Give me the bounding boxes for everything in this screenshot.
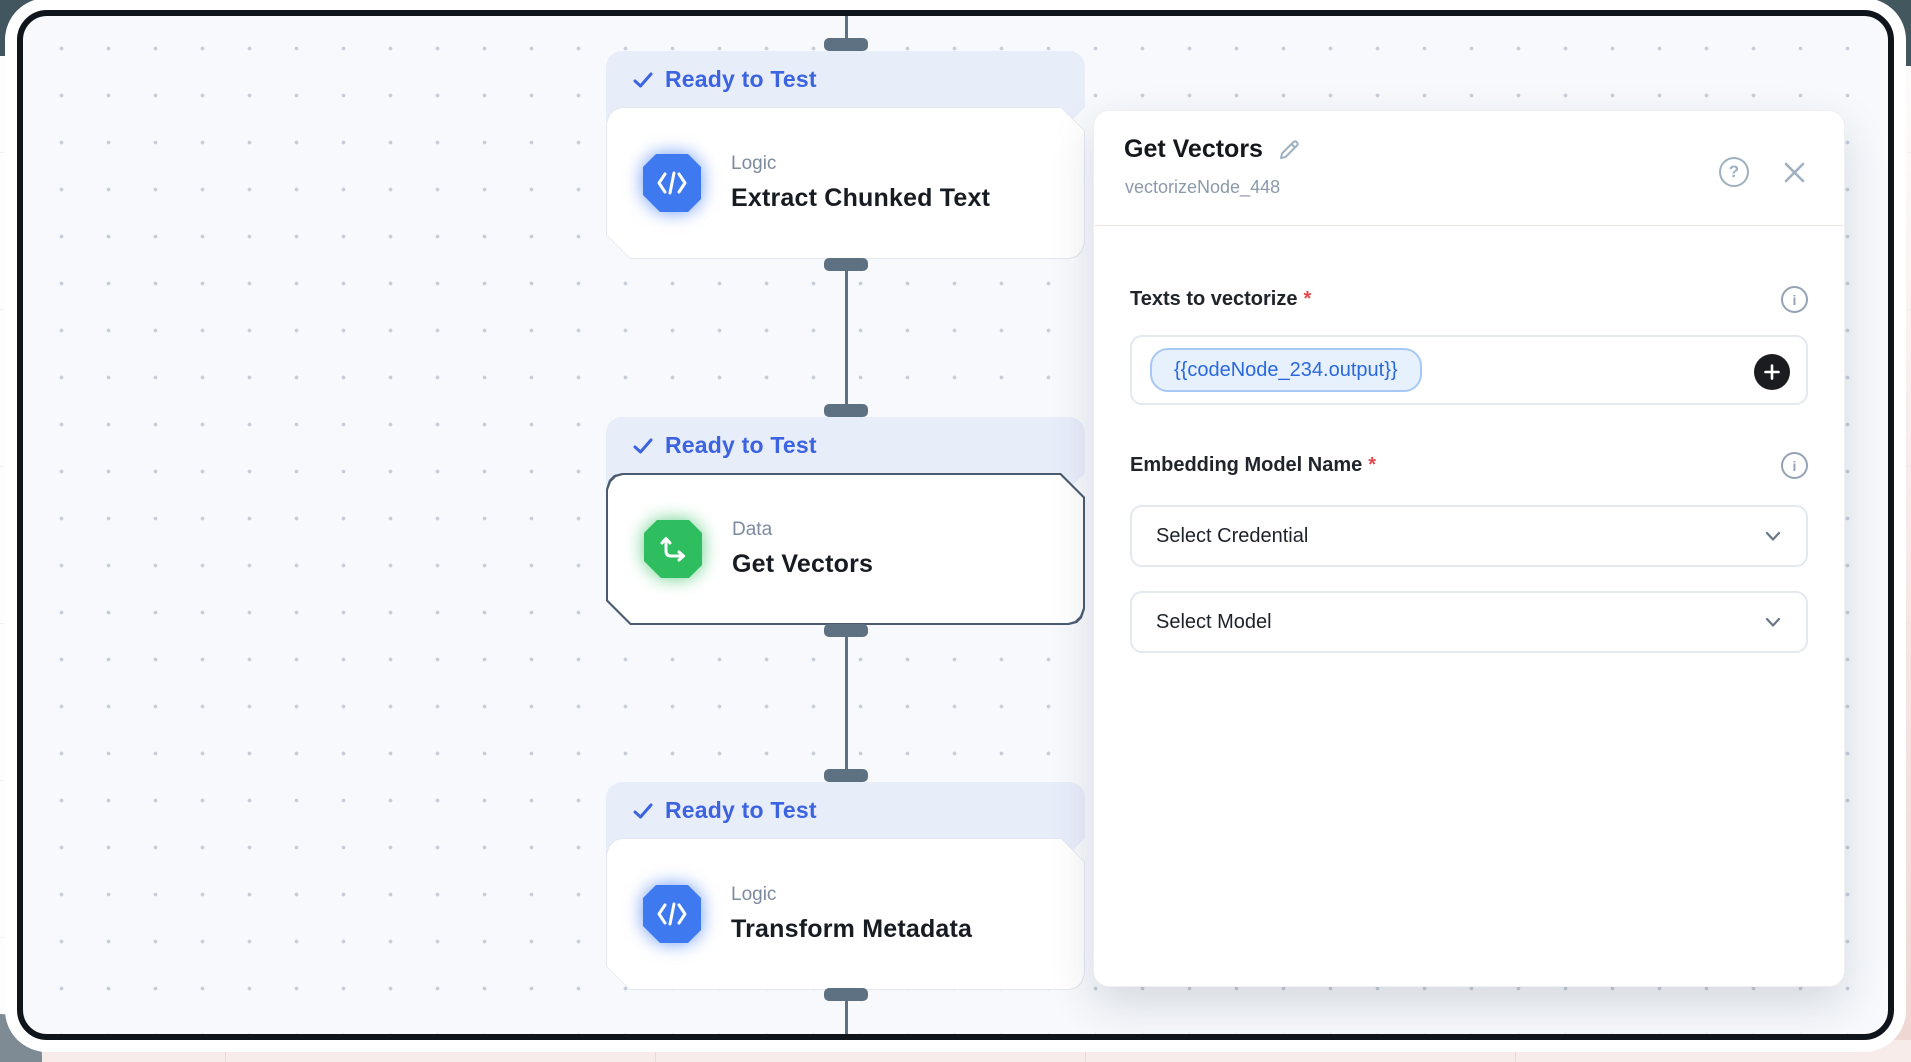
field-label-text: Texts to vectorize	[1130, 288, 1298, 310]
edge-incoming-line	[844, 16, 848, 38]
node-category: Data	[732, 519, 773, 540]
info-icon[interactable]: i	[1781, 452, 1808, 479]
status-badge-label: Ready to Test	[665, 432, 817, 458]
edge-handle-node2-top[interactable]	[824, 404, 868, 417]
node-card[interactable]: Logic Transform Metadata	[607, 839, 1084, 989]
edge-handle-node2-bottom[interactable]	[824, 624, 868, 637]
edge-handle-node1-bottom[interactable]	[824, 258, 868, 271]
edge-handle-node3-bottom[interactable]	[824, 988, 868, 1001]
node-category: Logic	[731, 884, 777, 905]
check-icon	[632, 800, 654, 822]
texts-to-vectorize-input[interactable]: {{codeNode_234.output}}	[1130, 335, 1808, 405]
panel-title: Get Vectors	[1124, 135, 1263, 163]
node-transform-metadata[interactable]: Ready to Test Logic Transform Metada	[606, 782, 1085, 990]
select-model-value: Select Model	[1156, 610, 1272, 633]
node-extract-chunked-text[interactable]: Ready to Test Logic Extract Chunked	[606, 51, 1085, 259]
help-icon[interactable]: ?	[1719, 157, 1749, 187]
field-label-texts-to-vectorize: Texts to vectorize*	[1130, 288, 1311, 311]
field-label-embedding-model-name: Embedding Model Name*	[1130, 454, 1376, 477]
info-icon[interactable]: i	[1781, 286, 1808, 313]
edge-line-2-3	[844, 637, 848, 769]
node-id-label: vectorizeNode_448	[1125, 177, 1281, 197]
panel-divider	[1094, 225, 1844, 226]
node-title: Extract Chunked Text	[731, 184, 991, 212]
node-get-vectors[interactable]: Ready to Test Data Get Vectors	[606, 417, 1085, 627]
select-credential-dropdown[interactable]: Select Credential	[1130, 505, 1808, 567]
edge-handle-node3-top[interactable]	[824, 769, 868, 782]
code-icon	[643, 885, 701, 943]
node-card[interactable]: Logic Extract Chunked Text	[607, 108, 1084, 258]
select-credential-value: Select Credential	[1156, 524, 1309, 547]
vector-arrows-icon	[644, 520, 702, 578]
edge-outgoing-line	[844, 1001, 848, 1034]
help-glyph: ?	[1728, 162, 1740, 181]
variable-chip[interactable]: {{codeNode_234.output}}	[1150, 348, 1422, 392]
edit-pencil-icon[interactable]	[1277, 138, 1301, 162]
node-title: Get Vectors	[732, 550, 874, 578]
node-card-selected[interactable]: Data Get Vectors	[608, 475, 1083, 623]
add-variable-button[interactable]	[1754, 354, 1790, 390]
workflow-canvas[interactable]: Ready to Test Logic Extract Chunked	[17, 10, 1894, 1040]
check-icon	[632, 435, 654, 457]
status-badge-label: Ready to Test	[665, 66, 817, 92]
node-config-panel: Get Vectors vectorizeNode_448 ?	[1093, 110, 1845, 987]
check-icon	[632, 69, 654, 91]
plus-icon	[1764, 364, 1780, 380]
close-icon[interactable]	[1781, 159, 1808, 186]
field-label-text: Embedding Model Name	[1130, 454, 1363, 476]
edge-line-1-2	[844, 271, 848, 404]
panel-header: Get Vectors vectorizeNode_448 ?	[1094, 111, 1844, 198]
edge-handle-node1-top[interactable]	[824, 38, 868, 51]
background-bottom-strip	[0, 1040, 1911, 1062]
code-icon	[643, 154, 701, 212]
required-asterisk: *	[1303, 288, 1312, 310]
info-glyph: i	[1792, 291, 1797, 308]
node-title: Transform Metadata	[731, 915, 973, 943]
required-asterisk: *	[1368, 454, 1377, 476]
info-glyph: i	[1792, 457, 1797, 474]
node-category: Logic	[731, 153, 777, 174]
select-model-dropdown[interactable]: Select Model	[1130, 591, 1808, 653]
chevron-down-icon	[1765, 617, 1781, 627]
status-badge-label: Ready to Test	[665, 797, 817, 823]
chevron-down-icon	[1765, 531, 1781, 541]
